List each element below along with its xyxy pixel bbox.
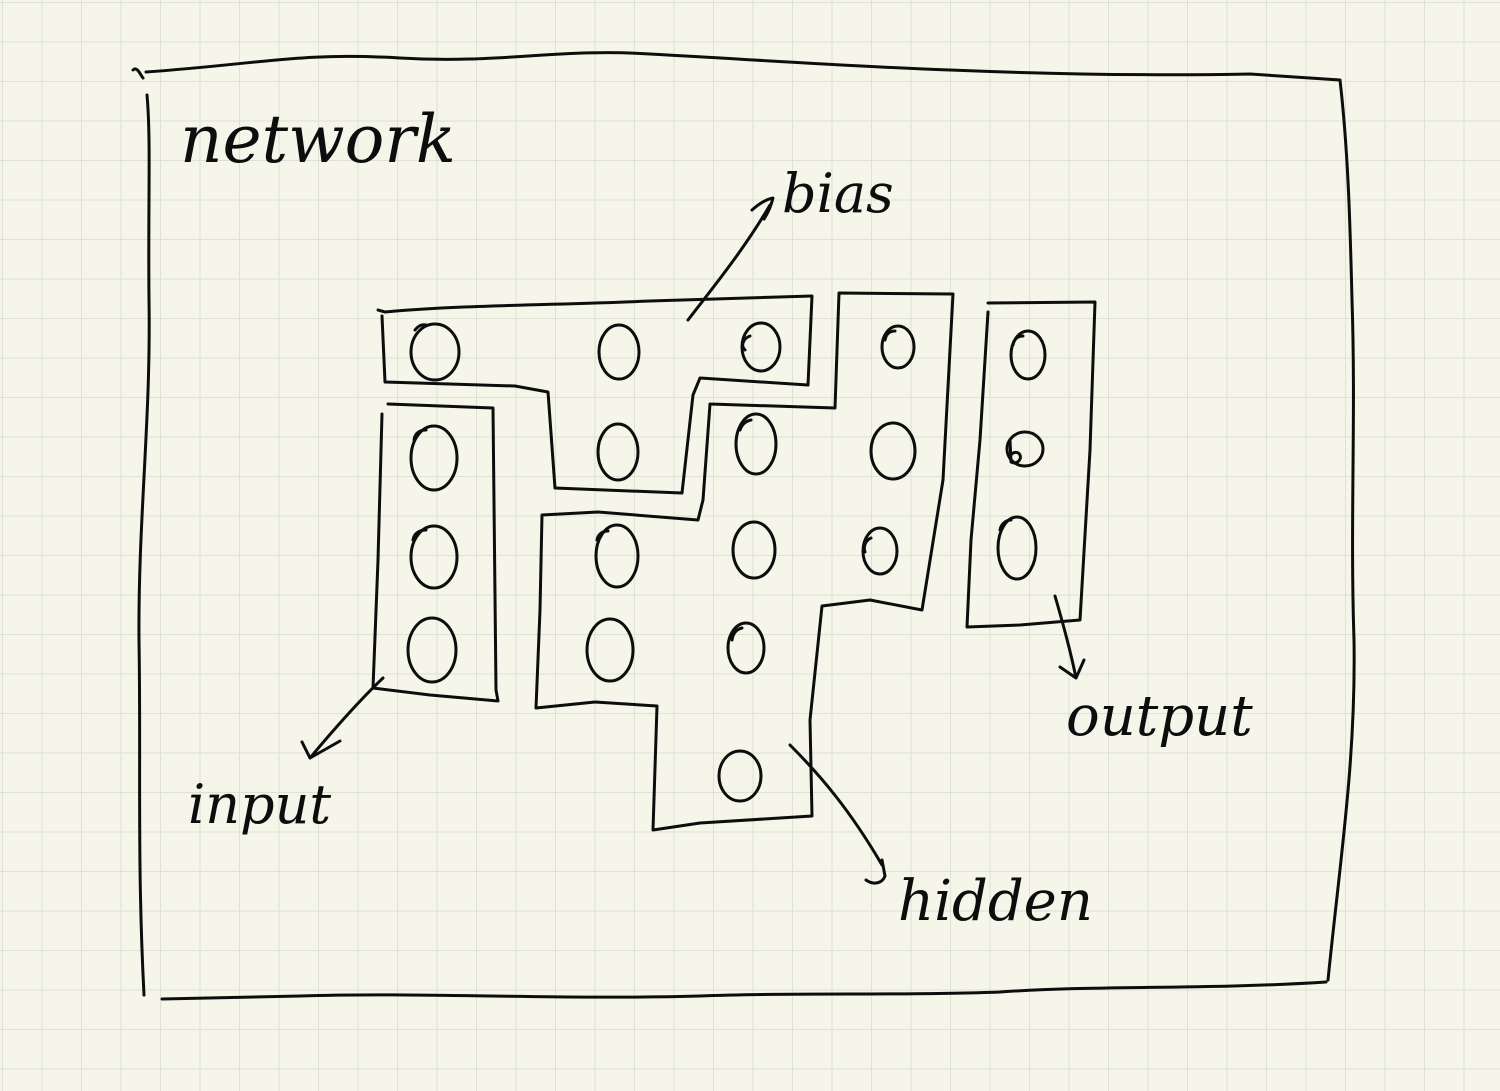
input-arrow — [300, 676, 385, 760]
node — [585, 617, 635, 683]
node — [406, 616, 458, 684]
bias-arrow — [686, 196, 775, 322]
bias-nodes — [409, 321, 782, 482]
node — [409, 424, 459, 492]
output-label: output — [1066, 684, 1253, 749]
node-tick — [595, 529, 610, 542]
node — [1005, 430, 1045, 468]
node — [717, 749, 763, 803]
node — [869, 421, 917, 481]
network-frame — [131, 51, 1356, 1001]
input-nodes — [406, 424, 459, 684]
node-tick — [411, 528, 428, 542]
node-tick — [413, 323, 428, 332]
hidden-region — [534, 291, 955, 832]
node — [734, 412, 778, 476]
input-region — [371, 402, 500, 703]
node-tick — [862, 536, 873, 554]
node — [409, 524, 459, 590]
node-tick — [883, 329, 897, 342]
output-nodes — [996, 329, 1047, 581]
hidden-label: hidden — [898, 869, 1093, 934]
node-tick — [412, 428, 428, 442]
bias-region — [376, 294, 814, 495]
node — [596, 422, 640, 482]
node — [597, 323, 641, 381]
node — [880, 324, 916, 370]
node — [726, 621, 766, 675]
node — [861, 526, 899, 576]
node-tick — [998, 518, 1013, 532]
node — [594, 523, 640, 589]
node-tick — [1011, 334, 1025, 347]
hidden-arrow — [788, 743, 887, 885]
node — [740, 321, 782, 373]
node — [1009, 329, 1047, 381]
node-tick — [1008, 438, 1022, 465]
input-label: input — [188, 773, 331, 836]
hidden-nodes — [585, 324, 917, 803]
output-region — [965, 300, 1097, 629]
bias-label: bias — [782, 162, 894, 225]
node-tick — [730, 626, 744, 642]
output-arrow — [1053, 594, 1086, 680]
node — [409, 322, 461, 382]
annotation-arrows — [300, 196, 1086, 885]
node — [996, 515, 1038, 581]
node — [731, 520, 777, 580]
node-tick — [741, 334, 752, 352]
node-tick — [738, 418, 753, 432]
network-label: network — [180, 101, 456, 178]
